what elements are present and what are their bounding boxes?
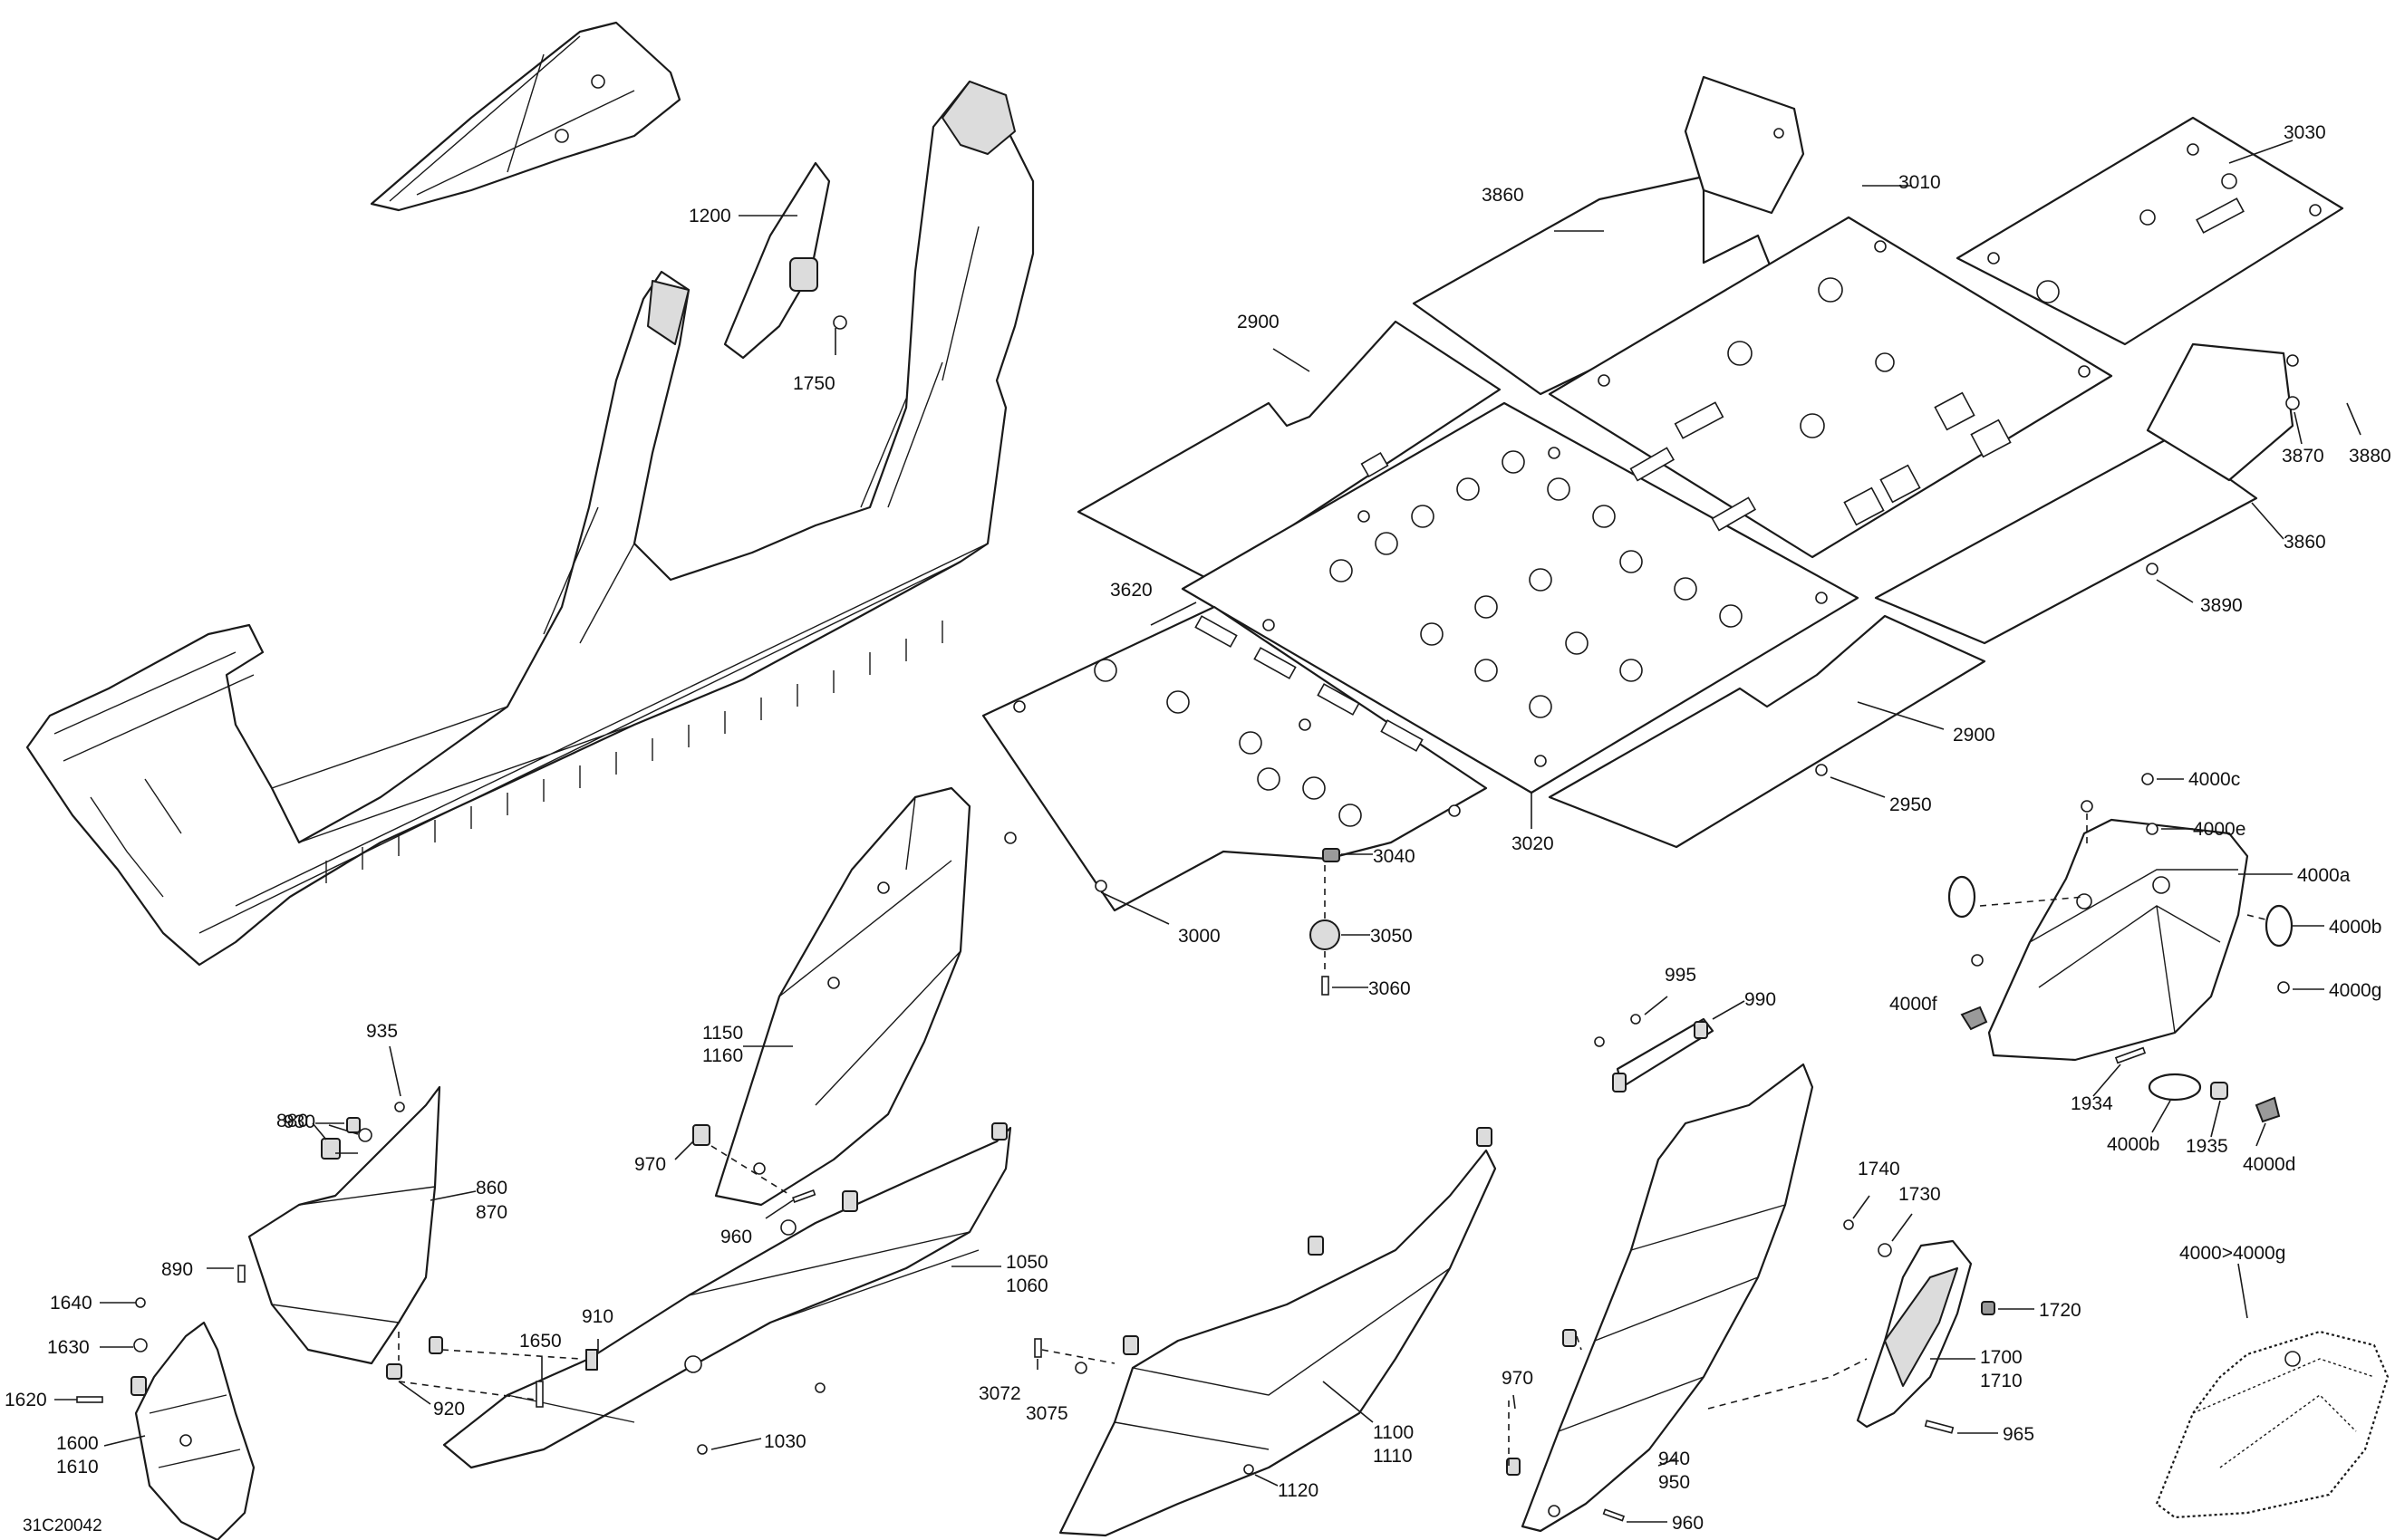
- callout-1934: 1934: [2071, 1093, 2113, 1114]
- callout-3010: 3010: [1898, 172, 1941, 193]
- callout-960-a: 960: [720, 1227, 752, 1247]
- callout-1935: 1935: [2186, 1136, 2228, 1157]
- floor-panel-2900-right: [1548, 614, 1986, 849]
- callout-3020: 3020: [1511, 833, 1554, 854]
- callout-1620: 1620: [5, 1390, 47, 1410]
- callout-4000f: 4000f: [1889, 994, 1937, 1015]
- callout-4000c: 4000c: [2188, 769, 2240, 790]
- callout-3860-b: 3860: [2284, 532, 2326, 553]
- panel-1150: [714, 786, 971, 1207]
- callout-1640: 1640: [50, 1293, 92, 1314]
- callout-1650: 1650: [519, 1331, 562, 1352]
- cover-assembly-4000: [1947, 800, 2294, 1062]
- callout-4000a: 4000a: [2297, 865, 2351, 886]
- floor-panel-3030: [1956, 116, 2344, 346]
- callout-930: 930: [284, 1112, 315, 1132]
- callout-1730: 1730: [1898, 1184, 1941, 1205]
- callout-940: 940: [1658, 1449, 1690, 1469]
- fastener-stack-3040-3060: [1309, 848, 1340, 996]
- callout-1050: 1050: [1006, 1252, 1048, 1273]
- side-frame-assembly: [25, 80, 1035, 967]
- callout-935: 935: [366, 1021, 398, 1042]
- panel-1600: [130, 1321, 256, 1540]
- callout-880-label: 880: [276, 1111, 308, 1131]
- callout-4000e: 4000e: [2193, 819, 2245, 840]
- callout-960-b: 960: [1672, 1513, 1704, 1534]
- callout-990: 990: [1744, 989, 1776, 1010]
- floor-panel-3020: [1181, 401, 1859, 794]
- callout-3075: 3075: [1026, 1403, 1068, 1424]
- panel-940: [1506, 1063, 1814, 1533]
- callout-3880: 3880: [2349, 446, 2391, 467]
- callout-1610: 1610: [56, 1457, 99, 1477]
- callout-1750: 1750: [793, 373, 835, 394]
- callout-1120: 1120: [1278, 1480, 1318, 1501]
- callout-860: 860: [476, 1178, 507, 1198]
- callout-1710: 1710: [1980, 1371, 2023, 1391]
- callout-1720: 1720: [2039, 1300, 2081, 1321]
- callout-910: 910: [582, 1306, 613, 1327]
- callout-3000: 3000: [1178, 926, 1221, 947]
- callout-870: 870: [476, 1202, 507, 1223]
- callout-3040: 3040: [1373, 846, 1415, 867]
- callout-3870: 3870: [2282, 446, 2324, 467]
- callout-3030: 3030: [2284, 122, 2326, 143]
- callout-1740: 1740: [1858, 1159, 1900, 1179]
- callout-2950: 2950: [1889, 794, 1932, 815]
- callout-1150: 1150: [702, 1023, 743, 1044]
- callout-1060: 1060: [1006, 1275, 1048, 1296]
- panel-1700: [1856, 1239, 1973, 1429]
- callout-3050: 3050: [1370, 926, 1413, 947]
- callout-1100: 1100: [1373, 1422, 1414, 1443]
- callout-4000-range: 4000>4000g: [2179, 1243, 2285, 1264]
- callout-1110: 1110: [1373, 1446, 1413, 1467]
- callout-3072: 3072: [979, 1383, 1021, 1404]
- callout-995: 995: [1665, 965, 1696, 986]
- callout-4000d: 4000d: [2243, 1154, 2295, 1175]
- callout-1200: 1200: [689, 206, 731, 226]
- cover-assembly-ghost: [2155, 1330, 2390, 1519]
- callout-3060: 3060: [1368, 978, 1411, 999]
- callout-1600: 1600: [56, 1433, 99, 1454]
- callout-4000b-2: 4000b: [2107, 1134, 2159, 1155]
- callout-970-a: 970: [634, 1154, 666, 1175]
- floor-panel-3000: [981, 605, 1488, 912]
- callout-965: 965: [2003, 1424, 2034, 1445]
- callout-950: 950: [1658, 1472, 1690, 1493]
- callout-1030: 1030: [764, 1431, 806, 1452]
- callout-890: 890: [161, 1259, 193, 1280]
- panel-1100: [1058, 1127, 1497, 1537]
- panel-1050: [442, 1122, 1012, 1469]
- callout-970-b: 970: [1502, 1368, 1533, 1389]
- callout-4000b-1: 4000b: [2329, 917, 2381, 938]
- callout-2900-b: 2900: [1953, 725, 1995, 746]
- callout-3620: 3620: [1110, 580, 1153, 601]
- floor-panel-3860-front: [1412, 75, 1805, 396]
- bracket-1200: [723, 161, 847, 360]
- callout-3860-a: 3860: [1482, 185, 1524, 206]
- floor-panel-3010: [1548, 216, 2113, 559]
- callout-1630: 1630: [47, 1337, 90, 1358]
- bracket-990: [1594, 1014, 1714, 1092]
- callout-1700: 1700: [1980, 1347, 2023, 1368]
- callout-2900-a: 2900: [1237, 312, 1280, 332]
- callout-4000g: 4000g: [2329, 980, 2381, 1001]
- figure-reference: 31C20042: [23, 1516, 102, 1535]
- floor-panel-3860-rear: [1874, 342, 2294, 645]
- top-cover-panel: [370, 21, 681, 212]
- callout-3890: 3890: [2200, 595, 2243, 616]
- callout-1160: 1160: [702, 1045, 743, 1066]
- callout-920: 920: [433, 1399, 465, 1420]
